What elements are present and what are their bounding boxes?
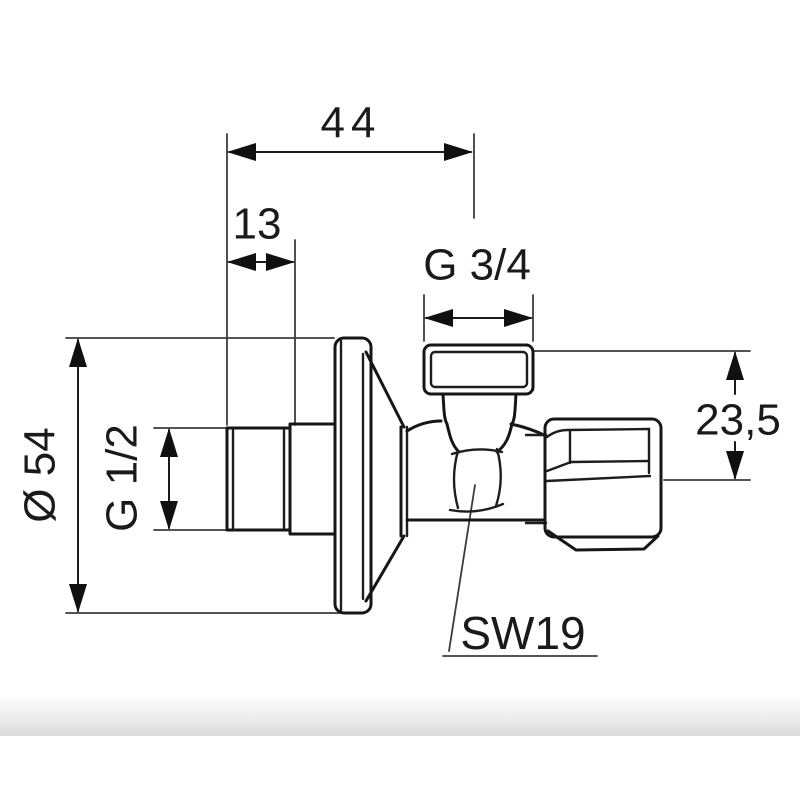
- arrow-left-icon: [424, 309, 453, 327]
- photo-bottom-gradient: [0, 698, 800, 736]
- valve-top-nut: [422, 343, 535, 396]
- callout-hex-size: SW19: [442, 484, 598, 659]
- dimension-total-depth: 44: [227, 99, 473, 161]
- dimension-outlet-drop: 23,5: [695, 351, 781, 480]
- valve-knob: [543, 417, 663, 552]
- arrow-down-icon: [726, 451, 744, 480]
- arrow-left-icon: [227, 143, 256, 161]
- dim-label-outlet-drop: 23,5: [695, 396, 781, 445]
- arrow-up-icon: [69, 338, 87, 367]
- arrow-down-icon: [160, 501, 178, 530]
- valve-body-tube: [405, 419, 548, 525]
- arrow-right-icon: [266, 253, 295, 271]
- valve-outline: [225, 336, 663, 615]
- valve-inlet-thread: [225, 422, 337, 536]
- arrow-right-icon: [444, 143, 473, 161]
- arrow-up-icon: [160, 428, 178, 457]
- arrow-down-icon: [69, 584, 87, 613]
- arrow-right-icon: [504, 309, 533, 327]
- dim-label-hex-size: SW19: [460, 607, 585, 659]
- valve-flange: [333, 336, 373, 615]
- arrow-up-icon: [726, 351, 744, 380]
- dimension-top-outlet-thread: G 3/4: [423, 241, 533, 327]
- valve-hex-barrel: [448, 447, 505, 513]
- dim-label-thread-length: 13: [233, 200, 282, 249]
- arrow-left-icon: [227, 253, 256, 271]
- dimension-thread-length: 13: [227, 200, 295, 271]
- dim-label-rosette-diameter: Ø 54: [16, 427, 65, 522]
- extension-lines: [65, 133, 751, 614]
- dim-label-wall-thread: G 1/2: [98, 424, 147, 532]
- dimension-wall-thread: G 1/2: [98, 424, 178, 532]
- dim-label-total-depth: 44: [321, 99, 382, 148]
- dim-label-top-outlet-thread: G 3/4: [423, 241, 531, 290]
- dimension-rosette-diameter: Ø 54: [16, 338, 87, 613]
- valve-cone: [364, 350, 409, 603]
- valve-neck: [441, 392, 518, 454]
